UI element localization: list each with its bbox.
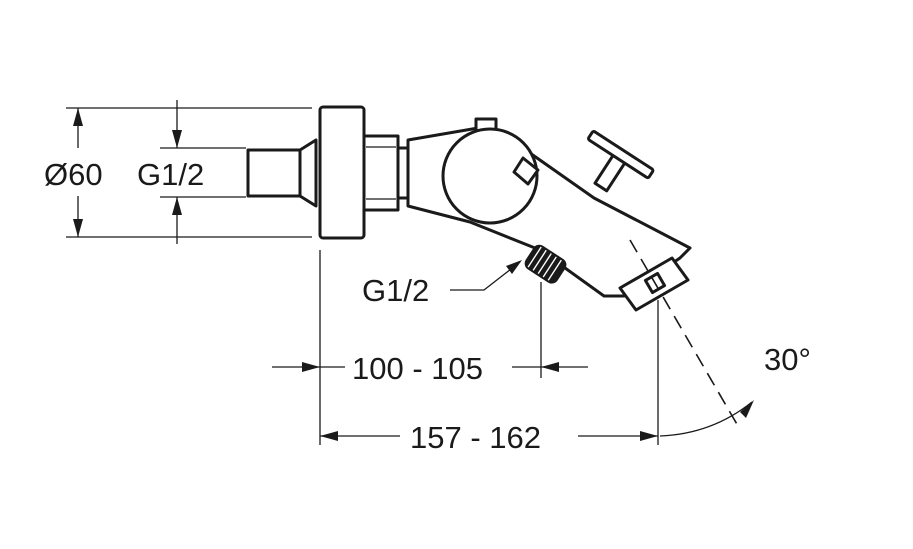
thermostat-knob [441, 127, 539, 225]
inlet-thread-dimension: G1/2 [137, 100, 246, 244]
length-long-dimension: 157 - 162 [320, 300, 659, 455]
outlet-thread [524, 244, 567, 284]
diameter-label: Ø60 [44, 157, 103, 192]
angle-dimension: 30° [629, 239, 811, 437]
diverter-handle [587, 130, 655, 193]
length-short-label: 100 - 105 [352, 351, 483, 386]
angle-label: 30° [764, 342, 811, 377]
length-short-dimension: 100 - 105 [272, 250, 588, 445]
diameter-dimension: Ø60 [44, 107, 312, 238]
connector-nut [362, 134, 410, 212]
outlet-thread-dimension: G1/2 [362, 260, 522, 308]
inlet-nipple [246, 138, 318, 208]
inlet-thread-label: G1/2 [137, 157, 204, 192]
wall-rosette [318, 105, 366, 240]
length-long-label: 157 - 162 [410, 420, 541, 455]
knob-cap [512, 156, 540, 186]
outlet-thread-label: G1/2 [362, 273, 429, 308]
